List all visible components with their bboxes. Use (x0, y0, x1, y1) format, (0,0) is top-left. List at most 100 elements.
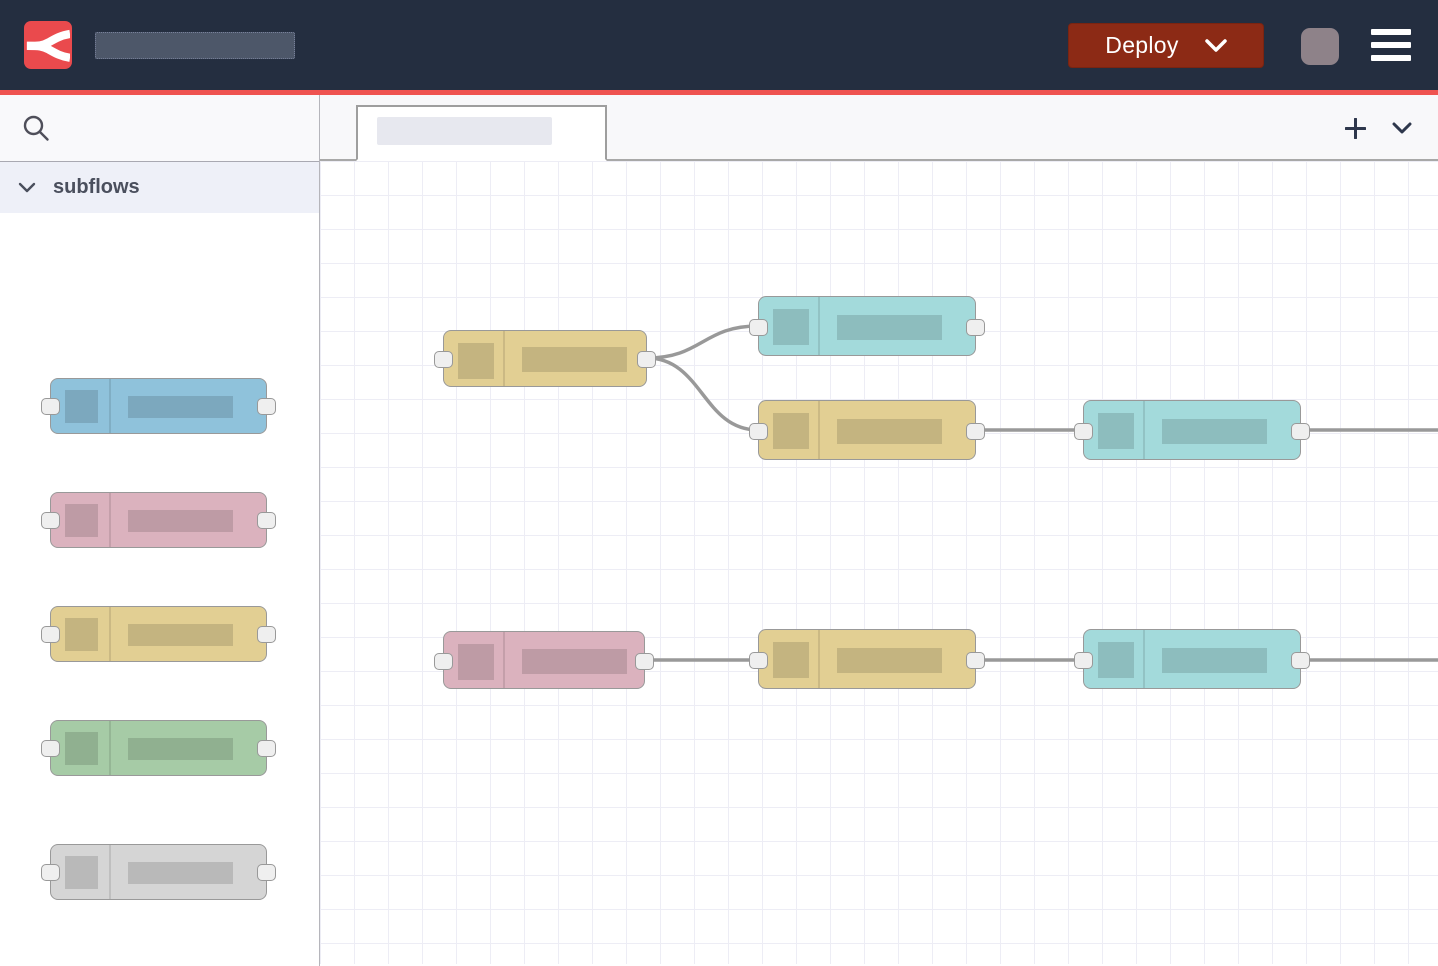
input-port[interactable] (749, 651, 768, 669)
palette-sidebar: subflows (0, 95, 320, 966)
deploy-button[interactable]: Deploy (1068, 23, 1264, 68)
node-7[interactable] (1074, 629, 1310, 689)
node-icon-placeholder (458, 644, 494, 680)
node-label-placeholder (1162, 647, 1267, 673)
plus-icon (1345, 117, 1366, 139)
node-icon-placeholder (65, 732, 98, 765)
main-area: subflows (0, 95, 1438, 966)
node-red-logo (24, 21, 72, 69)
node-1[interactable] (434, 330, 656, 387)
node-icon-placeholder (65, 504, 98, 537)
node-label-placeholder (128, 862, 233, 884)
wire-layer (645, 324, 1438, 662)
deploy-button-label: Deploy (1105, 32, 1179, 58)
wire[interactable] (646, 324, 759, 360)
input-port[interactable] (41, 740, 60, 757)
output-port[interactable] (257, 864, 276, 881)
node-icon-placeholder (1098, 413, 1134, 449)
add-flow-button[interactable] (1345, 117, 1366, 139)
output-port[interactable] (1291, 651, 1310, 669)
output-port[interactable] (966, 318, 985, 336)
node-label-placeholder (837, 314, 942, 340)
node-2[interactable] (749, 296, 985, 356)
chevron-down-icon (18, 182, 36, 193)
node-icon-placeholder (773, 309, 809, 345)
node-icon-separator (109, 721, 111, 775)
chevron-down-icon (1392, 122, 1412, 133)
input-port[interactable] (434, 351, 453, 368)
input-port[interactable] (749, 422, 768, 440)
input-port[interactable] (41, 626, 60, 643)
search-icon (23, 115, 49, 141)
palette-node-gray[interactable] (41, 844, 276, 900)
input-port[interactable] (41, 512, 60, 529)
output-port[interactable] (257, 626, 276, 643)
node-icon-separator (109, 845, 111, 899)
node-icon-placeholder (458, 343, 494, 379)
flow-tab-label-placeholder (377, 117, 552, 145)
hamburger-menu-icon[interactable] (1371, 29, 1411, 61)
node-4[interactable] (1074, 400, 1310, 460)
tab-actions (1345, 95, 1412, 161)
node-icon-placeholder (773, 642, 809, 678)
hamburger-bar (1371, 55, 1411, 61)
palette-node-blue[interactable] (41, 378, 276, 434)
input-port[interactable] (41, 398, 60, 415)
input-port[interactable] (749, 318, 768, 336)
output-port[interactable] (1291, 422, 1310, 440)
hamburger-bar (1371, 42, 1411, 48)
node-label-placeholder (128, 738, 233, 760)
palette-node-pink[interactable] (41, 492, 276, 548)
node-red-logo-icon (26, 29, 70, 62)
output-port[interactable] (635, 652, 654, 670)
flow-tab-bar (320, 95, 1438, 161)
node-icon-placeholder (65, 618, 98, 651)
node-icon-separator (109, 607, 111, 661)
output-port[interactable] (966, 422, 985, 440)
node-icon-placeholder (773, 413, 809, 449)
workspace (320, 95, 1438, 966)
hamburger-bar (1371, 29, 1411, 35)
flow-tab-active[interactable] (356, 105, 607, 161)
node-icon-separator (1143, 630, 1145, 688)
node-label-placeholder (837, 418, 942, 444)
wire[interactable] (646, 356, 759, 432)
node-label-placeholder (128, 624, 233, 646)
palette-search[interactable] (0, 95, 319, 161)
node-icon-separator (818, 401, 820, 459)
input-port[interactable] (1074, 422, 1093, 440)
node-icon-placeholder (1098, 642, 1134, 678)
node-label-placeholder (522, 648, 627, 674)
node-label-placeholder (1162, 418, 1267, 444)
output-port[interactable] (966, 651, 985, 669)
node-icon-separator (503, 632, 505, 688)
node-icon-placeholder (65, 390, 98, 423)
node-3[interactable] (749, 400, 985, 460)
input-port[interactable] (1074, 651, 1093, 669)
section-label: subflows (53, 176, 140, 198)
flow-canvas[interactable] (320, 161, 1438, 964)
flow-name-placeholder (95, 32, 295, 59)
palette-node-yellow[interactable] (41, 606, 276, 662)
chevron-down-icon (1204, 38, 1227, 52)
node-icon-placeholder (65, 856, 98, 889)
tab-list-button[interactable] (1392, 122, 1412, 135)
output-port[interactable] (257, 740, 276, 757)
node-icon-separator (818, 630, 820, 688)
palette-node-green[interactable] (41, 720, 276, 776)
user-avatar[interactable] (1301, 28, 1339, 65)
node-icon-separator (818, 297, 820, 355)
input-port[interactable] (434, 652, 453, 670)
node-6[interactable] (749, 629, 985, 689)
node-label-placeholder (837, 647, 942, 673)
palette-node-list (0, 213, 319, 966)
header: Deploy (0, 0, 1438, 90)
node-5[interactable] (434, 631, 654, 689)
input-port[interactable] (41, 864, 60, 881)
output-port[interactable] (257, 512, 276, 529)
header-accent-line (0, 90, 1438, 95)
output-port[interactable] (637, 351, 656, 368)
sidebar-section-subflows[interactable]: subflows (0, 161, 319, 213)
node-label-placeholder (128, 510, 233, 532)
output-port[interactable] (257, 398, 276, 415)
